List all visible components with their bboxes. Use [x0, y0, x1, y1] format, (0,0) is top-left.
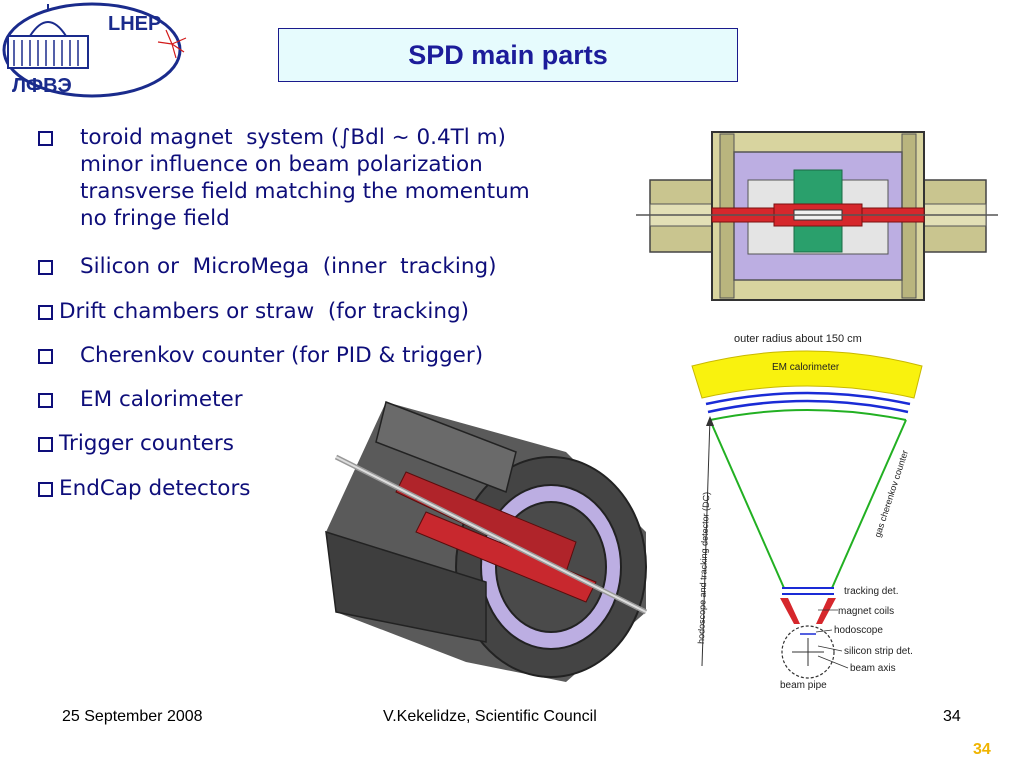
em-calorimeter-label: EM calorimeter	[772, 362, 840, 373]
checkbox-bullet-icon	[38, 437, 53, 452]
bullet-line: toroid magnet system (∫Bdl ~ 0.4Tl m)	[80, 125, 506, 150]
logo-top-text: LHEP	[108, 13, 161, 35]
bullet-line: Cherenkov counter (for PID & trigger)	[80, 343, 484, 368]
title-box: SPD main parts	[278, 28, 738, 82]
bullet-line: minor influence on beam polarization	[80, 152, 483, 177]
detector-side-view	[636, 122, 998, 322]
slide-number: 34	[973, 741, 991, 758]
footer-author: V.Kekelidze, Scientific Council	[383, 708, 597, 725]
bullet-line: no fringe field	[80, 206, 230, 231]
bullet-line: Silicon or MicroMega (inner tracking)	[80, 254, 497, 279]
bullet-line: EndCap detectors	[59, 476, 251, 501]
bullet-line: EM calorimeter	[80, 387, 243, 412]
slide-title: SPD main parts	[408, 39, 608, 70]
bullet-toroid: toroid magnet system (∫Bdl ~ 0.4Tl m) mi…	[38, 124, 530, 232]
checkbox-bullet-icon	[38, 305, 53, 320]
bullet-em: EM calorimeter	[38, 386, 243, 413]
checkbox-bullet-icon	[38, 349, 53, 364]
tracking-det-label: tracking det.	[844, 586, 898, 597]
logo-bottom-text: ЛФВЭ	[12, 75, 72, 97]
checkbox-bullet-icon	[38, 131, 53, 146]
cherenkov-label: gas cherenkov counter	[872, 449, 910, 539]
bullet-line: Trigger counters	[59, 431, 234, 456]
footer-date: 25 September 2008	[62, 708, 203, 725]
detector-schematic: outer radius about 150 cm EM calorimeter…	[662, 326, 1002, 696]
bullet-cherenkov: Cherenkov counter (for PID & trigger)	[38, 342, 483, 369]
silicon-strip-label: silicon strip det.	[844, 646, 913, 657]
bullet-trigger: Trigger counters	[38, 430, 234, 457]
checkbox-bullet-icon	[38, 482, 53, 497]
lhep-logo: LHEP ЛФВЭ	[0, 0, 190, 105]
footer-page-number: 34	[943, 708, 961, 725]
beam-axis-label: beam axis	[850, 663, 896, 674]
bullet-drift: Drift chambers or straw (for tracking)	[38, 298, 469, 325]
bullet-silicon: Silicon or MicroMega (inner tracking)	[38, 253, 497, 280]
outer-radius-label: outer radius about 150 cm	[734, 333, 862, 345]
magnet-coils-label: magnet coils	[838, 606, 894, 617]
checkbox-bullet-icon	[38, 393, 53, 408]
bullet-line: Drift chambers or straw (for tracking)	[59, 299, 470, 324]
hodoscope-label: hodoscope	[834, 625, 883, 636]
bullet-endcap: EndCap detectors	[38, 475, 251, 502]
checkbox-bullet-icon	[38, 260, 53, 275]
bullet-line: transverse field matching the momentum	[80, 179, 530, 204]
detector-3d-cutaway	[316, 382, 656, 688]
beam-pipe-label: beam pipe	[780, 680, 827, 691]
dc-label: hodoscope and tracking detector (DC)	[696, 492, 711, 644]
